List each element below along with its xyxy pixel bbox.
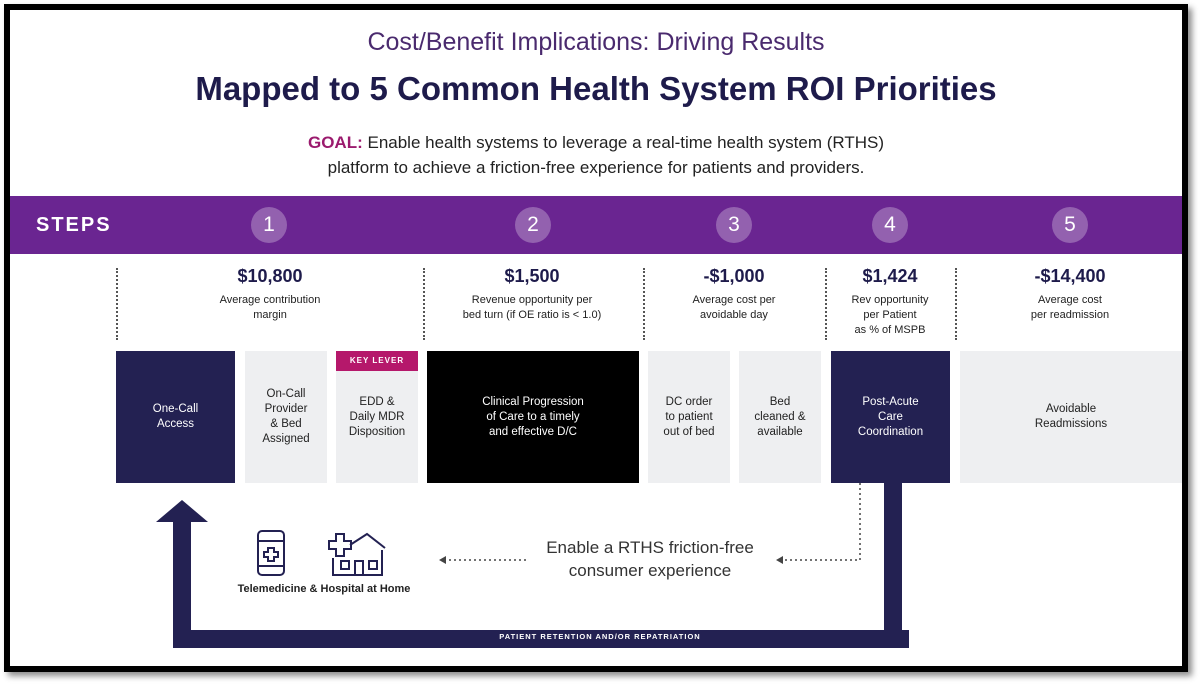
divider-dots	[116, 268, 118, 340]
return-arrow-head	[156, 500, 208, 522]
step-circle-3: 3	[716, 207, 752, 243]
step-circle-5: 5	[1052, 207, 1088, 243]
goal-statement: GOAL: Enable health systems to leverage …	[10, 130, 1182, 180]
metric-value: -$14,400	[1034, 266, 1106, 286]
divider-dots	[825, 268, 827, 340]
retention-label: PATIENT RETENTION AND/OR REPATRIATION	[499, 632, 701, 641]
dotted-arrowhead-right	[776, 556, 783, 564]
steps-band	[10, 196, 1182, 254]
metric-value: $1,500	[504, 266, 560, 286]
dotted-connector-right	[783, 483, 861, 561]
divider-dots	[643, 268, 645, 340]
metric-value: -$1,000	[703, 266, 765, 286]
step-circle-2: 2	[515, 207, 551, 243]
goal-line-2: platform to achieve a friction-free expe…	[327, 158, 865, 177]
slide-title: Mapped to 5 Common Health System ROI Pri…	[195, 70, 997, 107]
goal-label: GOAL:	[307, 133, 363, 152]
phone-medical-icon	[257, 530, 285, 576]
telemedicine-label: Telemedicine & Hospital at Home	[237, 583, 411, 595]
step-circle-1: 1	[251, 207, 287, 243]
steps-label: STEPS	[36, 214, 112, 236]
slide-subtitle: Cost/Benefit Implications: Driving Resul…	[367, 28, 825, 56]
divider-dots	[423, 268, 425, 340]
key-lever-tag: KEY LEVER	[336, 351, 418, 371]
hospital-home-icon	[328, 532, 386, 576]
metric-value: $10,800	[237, 266, 303, 286]
slide: Cost/Benefit Implications: Driving Resul…	[4, 4, 1188, 672]
step-circle-4: 4	[872, 207, 908, 243]
flow-arrows	[156, 483, 909, 648]
metric-value: $1,424	[862, 266, 918, 286]
divider-dots	[955, 268, 957, 340]
goal-line-1: Enable health systems to leverage a real…	[367, 133, 885, 152]
dotted-arrowhead-left	[439, 556, 446, 564]
